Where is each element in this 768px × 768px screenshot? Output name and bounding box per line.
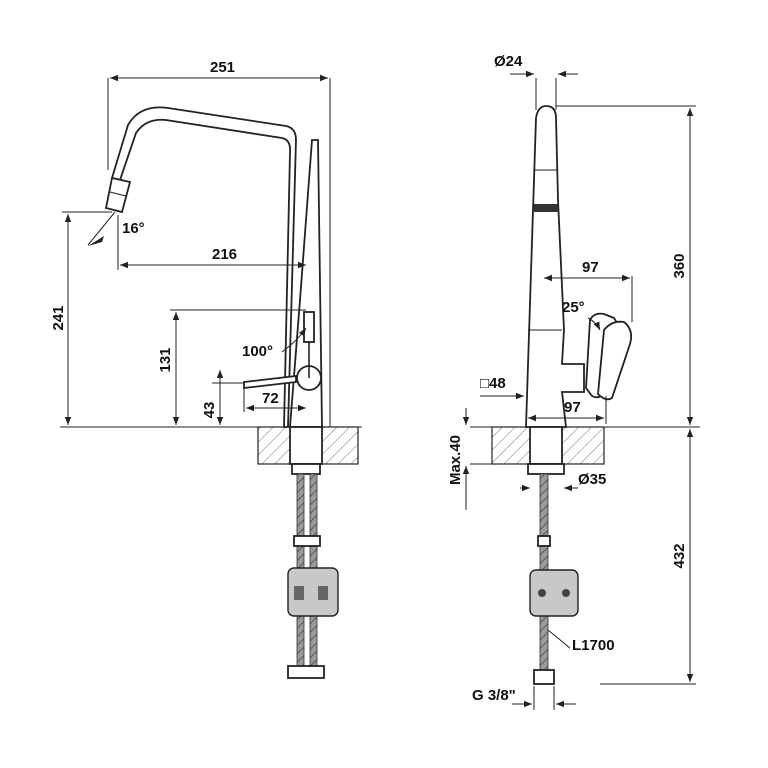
label-max40: Max.40 bbox=[447, 435, 464, 485]
label-16deg: 16° bbox=[122, 220, 145, 237]
label-131: 131 bbox=[157, 347, 174, 372]
mixer-block-right bbox=[529, 569, 579, 617]
label-72: 72 bbox=[262, 390, 279, 407]
label-97-top: 97 bbox=[582, 259, 599, 276]
label-l1700: L1700 bbox=[572, 637, 615, 654]
side-view: 251 16° 216 241 131 100° 43 72 bbox=[50, 59, 362, 679]
lever-arm-left bbox=[243, 374, 297, 390]
label-241: 241 bbox=[50, 305, 67, 330]
label-dia35: Ø35 bbox=[578, 471, 606, 488]
front-view: Ø24 360 97 25° □48 97 Max.40 Ø35 432 bbox=[447, 53, 700, 710]
label-sq48: □48 bbox=[480, 375, 506, 392]
label-100deg: 100° bbox=[242, 343, 273, 360]
label-25deg: 25° bbox=[562, 299, 585, 316]
label-g38: G 3/8" bbox=[472, 687, 516, 704]
label-97-bottom: 97 bbox=[564, 399, 581, 416]
faucet-body-front bbox=[525, 105, 585, 428]
label-360: 360 bbox=[671, 253, 688, 278]
label-432: 432 bbox=[671, 543, 688, 568]
label-43: 43 bbox=[201, 402, 218, 419]
label-251: 251 bbox=[210, 59, 235, 76]
label-dia24: Ø24 bbox=[494, 53, 523, 70]
spray-head bbox=[104, 176, 132, 214]
label-216: 216 bbox=[212, 246, 237, 263]
mixer-block-left bbox=[287, 567, 339, 617]
